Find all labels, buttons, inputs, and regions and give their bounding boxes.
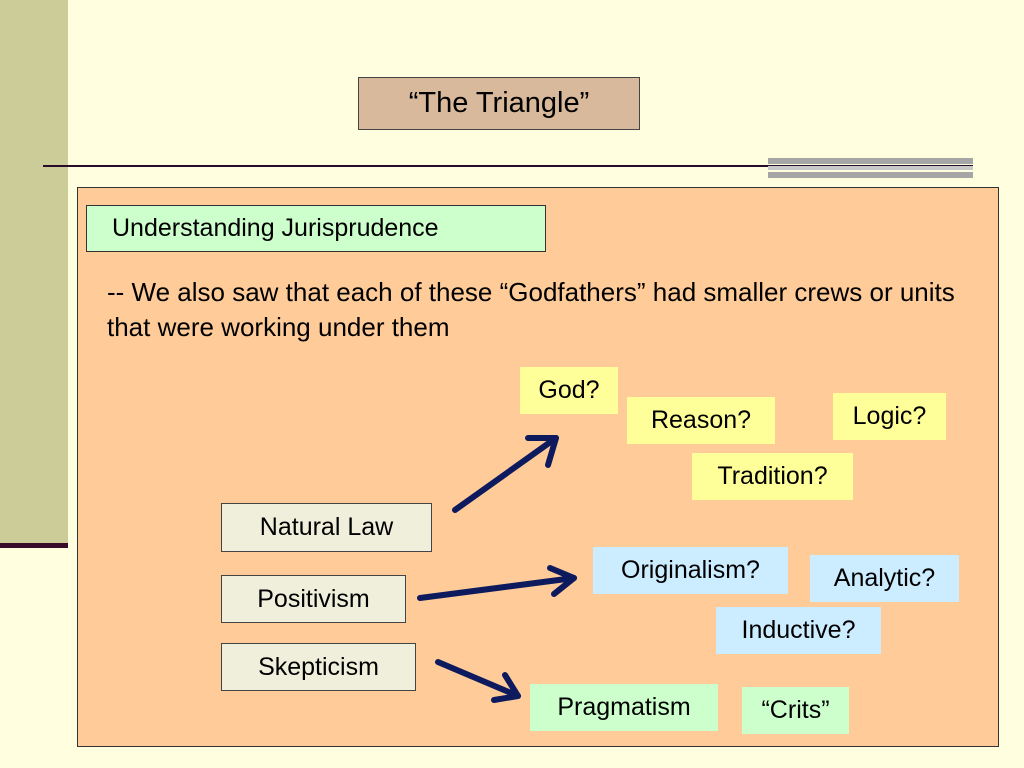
sidebar-rule [0, 543, 68, 548]
title-divider-accent [768, 158, 973, 178]
category-skepticism: Skepticism [221, 643, 416, 691]
unit-god-label: God? [538, 376, 600, 404]
category-natural-law: Natural Law [221, 503, 432, 552]
body-text: -- We also saw that each of these “Godfa… [107, 277, 955, 342]
unit-tradition: Tradition? [692, 453, 853, 500]
unit-analytic: Analytic? [810, 555, 959, 602]
unit-logic-label: Logic? [852, 402, 927, 430]
unit-crits: “Crits” [742, 687, 849, 734]
unit-tradition-label: Tradition? [717, 462, 828, 490]
slide-title-text: “The Triangle” [408, 87, 590, 119]
unit-inductive: Inductive? [716, 607, 881, 654]
category-positivism-label: Positivism [257, 584, 370, 613]
unit-god: God? [520, 367, 618, 414]
unit-pragmatism-label: Pragmatism [557, 693, 691, 721]
unit-pragmatism: Pragmatism [530, 684, 718, 731]
title-divider [43, 165, 973, 167]
content-panel [77, 187, 999, 747]
unit-logic: Logic? [833, 393, 946, 440]
category-natural-law-label: Natural Law [259, 513, 394, 541]
slide-title: “The Triangle” [358, 77, 640, 130]
unit-originalism-label: Originalism? [621, 556, 760, 584]
section-label-text: Understanding Jurisprudence [112, 214, 439, 242]
category-skepticism-label: Skepticism [258, 652, 379, 681]
unit-reason: Reason? [627, 397, 775, 444]
unit-reason-label: Reason? [650, 406, 752, 434]
unit-originalism: Originalism? [593, 547, 788, 594]
sidebar-band [0, 0, 68, 546]
unit-crits-label: “Crits” [761, 696, 830, 724]
category-positivism: Positivism [221, 575, 406, 623]
section-label: Understanding Jurisprudence [86, 205, 546, 252]
unit-inductive-label: Inductive? [741, 616, 856, 644]
unit-analytic-label: Analytic? [833, 564, 936, 592]
